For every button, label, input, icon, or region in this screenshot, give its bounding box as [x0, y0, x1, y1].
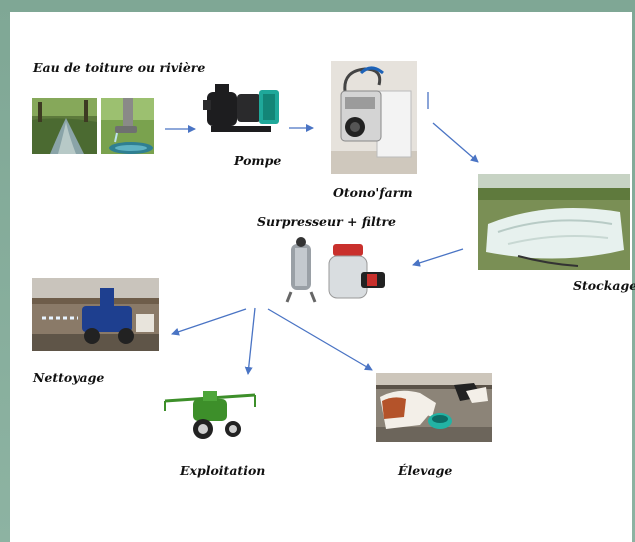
farming-label: Exploitation — [180, 463, 266, 478]
cleaning-machine-photo — [32, 278, 159, 351]
water-bladder-photo — [478, 174, 630, 270]
gutter-photo — [101, 98, 154, 154]
pump-label: Pompe — [234, 153, 282, 168]
arrow-booster-to-farming — [244, 307, 256, 375]
livestock-label: Élevage — [398, 463, 453, 478]
sprayer-photo — [163, 387, 258, 442]
river-photo — [32, 98, 97, 154]
cleaning-label: Nettoyage — [33, 370, 105, 385]
otono-unit-photo — [331, 61, 417, 174]
booster-filter-photo — [283, 234, 391, 306]
arrow-booster-to-livestock — [267, 308, 373, 371]
arrow-booster-to-cleaning — [171, 308, 247, 336]
source-label: Eau de toiture ou rivière — [33, 60, 206, 75]
cows-drinking-photo — [376, 373, 492, 442]
otono-label: Otono'farm — [333, 185, 413, 200]
booster-label: Surpresseur + filtre — [257, 214, 397, 229]
arrow-storage-to-booster — [412, 248, 464, 267]
arrow-otono-to-storage — [432, 122, 479, 163]
storage-label: Stockage — [573, 278, 635, 293]
pool-pump-photo — [197, 78, 283, 140]
